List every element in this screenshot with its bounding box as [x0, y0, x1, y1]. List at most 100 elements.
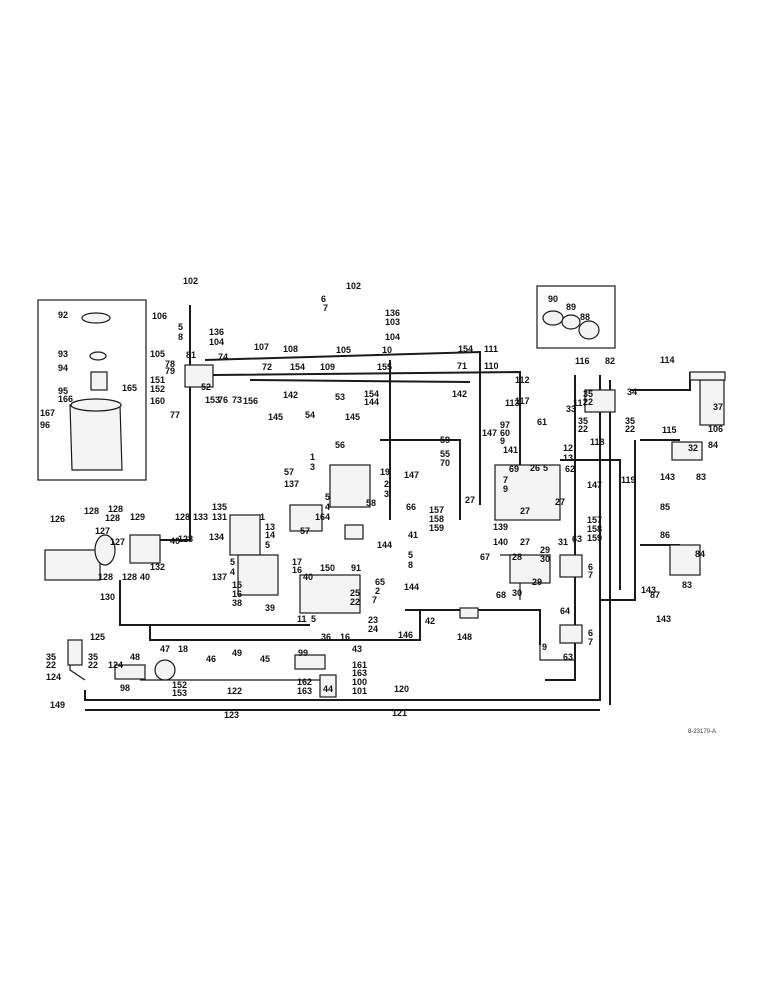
callout-label: 57: [300, 526, 310, 536]
callout-label: 52: [201, 382, 211, 392]
callout-label: 144: [377, 540, 392, 550]
valve-block-right: [559, 554, 583, 578]
callout-label: 119: [621, 475, 636, 485]
callout-label: 22: [350, 597, 360, 607]
callout-label: 100: [352, 677, 367, 687]
callout-label: 22: [88, 660, 98, 670]
callout-label: 35: [583, 389, 593, 399]
callout-label: 104: [209, 337, 224, 347]
callout-label: 123: [224, 710, 239, 720]
steering-cylinder: [699, 379, 725, 426]
callout-label: 137: [212, 572, 227, 582]
callout-label: 9: [503, 484, 508, 494]
callout-label: 76: [218, 395, 228, 405]
callout-label: 88: [580, 312, 590, 322]
cylinder-rod-upper: [671, 441, 703, 461]
callout-label: 146: [398, 630, 413, 640]
callout-label: 10: [382, 345, 392, 355]
reservoir-filter: [67, 639, 83, 666]
callout-label: 15: [232, 580, 242, 590]
callout-label: 126: [50, 514, 65, 524]
callout-label: 22: [46, 660, 56, 670]
callout-label: 163: [297, 686, 312, 696]
callout-label: 109: [320, 362, 335, 372]
callout-label: 91: [351, 563, 361, 573]
callout-label: 103: [385, 317, 400, 327]
callout-label: 58: [366, 498, 376, 508]
callout-label: 83: [682, 580, 692, 590]
callout-label: 8: [408, 560, 413, 570]
callout-label: 71: [457, 361, 467, 371]
callout-label: 127: [95, 526, 110, 536]
callout-label: 150: [320, 563, 335, 573]
callout-label: 152: [172, 680, 187, 690]
cylinder-rod-lower: [669, 544, 701, 576]
callout-label: 157: [429, 505, 444, 515]
callout-label: 7: [372, 595, 377, 605]
control-valve: [329, 464, 371, 508]
callout-label: 128: [178, 534, 193, 544]
callout-label: 164: [315, 512, 330, 522]
callout-label: 128: [98, 572, 113, 582]
callout-label: 47: [160, 644, 170, 654]
pump-pulley: [94, 534, 116, 566]
callout-label: 38: [232, 598, 242, 608]
callout-label: 128: [175, 512, 190, 522]
motor-body: [44, 549, 101, 581]
callout-label: 24: [368, 624, 378, 634]
callout-label: 56: [335, 440, 345, 450]
callout-label: 81: [186, 350, 196, 360]
callout-label: 25: [350, 588, 360, 598]
callout-label: 153: [205, 395, 220, 405]
callout-label: 22: [625, 424, 635, 434]
callout-label: 72: [262, 362, 272, 372]
callout-label: 141: [503, 445, 518, 455]
callout-label: 64: [560, 606, 570, 616]
callout-label: 57: [284, 467, 294, 477]
callout-label: 17: [292, 557, 302, 567]
callout-label: 7: [503, 475, 508, 485]
callout-label: 2: [375, 586, 380, 596]
callout-label: 27: [555, 497, 565, 507]
callout-label: 30: [540, 554, 550, 564]
callout-label: 111: [484, 344, 498, 354]
callout-label: 166: [58, 394, 73, 404]
callout-label: 129: [130, 512, 145, 522]
callout-label: 147: [587, 480, 602, 490]
drawing-code: 8-23170-A: [688, 729, 716, 735]
callout-label: 35: [578, 416, 588, 426]
callout-label: 136: [209, 327, 224, 337]
callout-label: 142: [452, 389, 467, 399]
callout-label: 115: [662, 425, 677, 435]
callout-label: 6: [588, 628, 593, 638]
callout-label: 160: [150, 396, 165, 406]
callout-label: 5: [265, 540, 270, 550]
callout-label: 152: [150, 384, 165, 394]
callout-label: 5: [325, 492, 330, 502]
callout-label: 101: [352, 686, 367, 696]
callout-label: 79: [165, 366, 175, 376]
callout-label: 104: [385, 332, 400, 342]
callout-label: 44: [323, 684, 333, 694]
callout-label: 5: [178, 322, 183, 332]
callout-label: 98: [120, 683, 130, 693]
callout-label: 128: [122, 572, 137, 582]
callout-label: 105: [336, 345, 351, 355]
seal-parts: [542, 310, 600, 340]
callout-label: 13: [563, 453, 573, 463]
callout-label: 90: [548, 294, 558, 304]
callout-label: 22: [578, 424, 588, 434]
callout-label: 67: [480, 552, 490, 562]
callout-label: 19: [380, 467, 390, 477]
callout-label: 8: [178, 332, 183, 342]
valve-block-lower: [559, 624, 583, 644]
callout-label: 117: [573, 398, 588, 408]
callout-label: 29: [532, 577, 542, 587]
callout-label: 63: [563, 652, 573, 662]
callout-label: 143: [656, 614, 671, 624]
callout-label: 12: [563, 443, 573, 453]
seal-inset-box: [536, 285, 616, 349]
callout-label: 41: [408, 530, 418, 540]
callout-label: 5: [543, 463, 548, 473]
